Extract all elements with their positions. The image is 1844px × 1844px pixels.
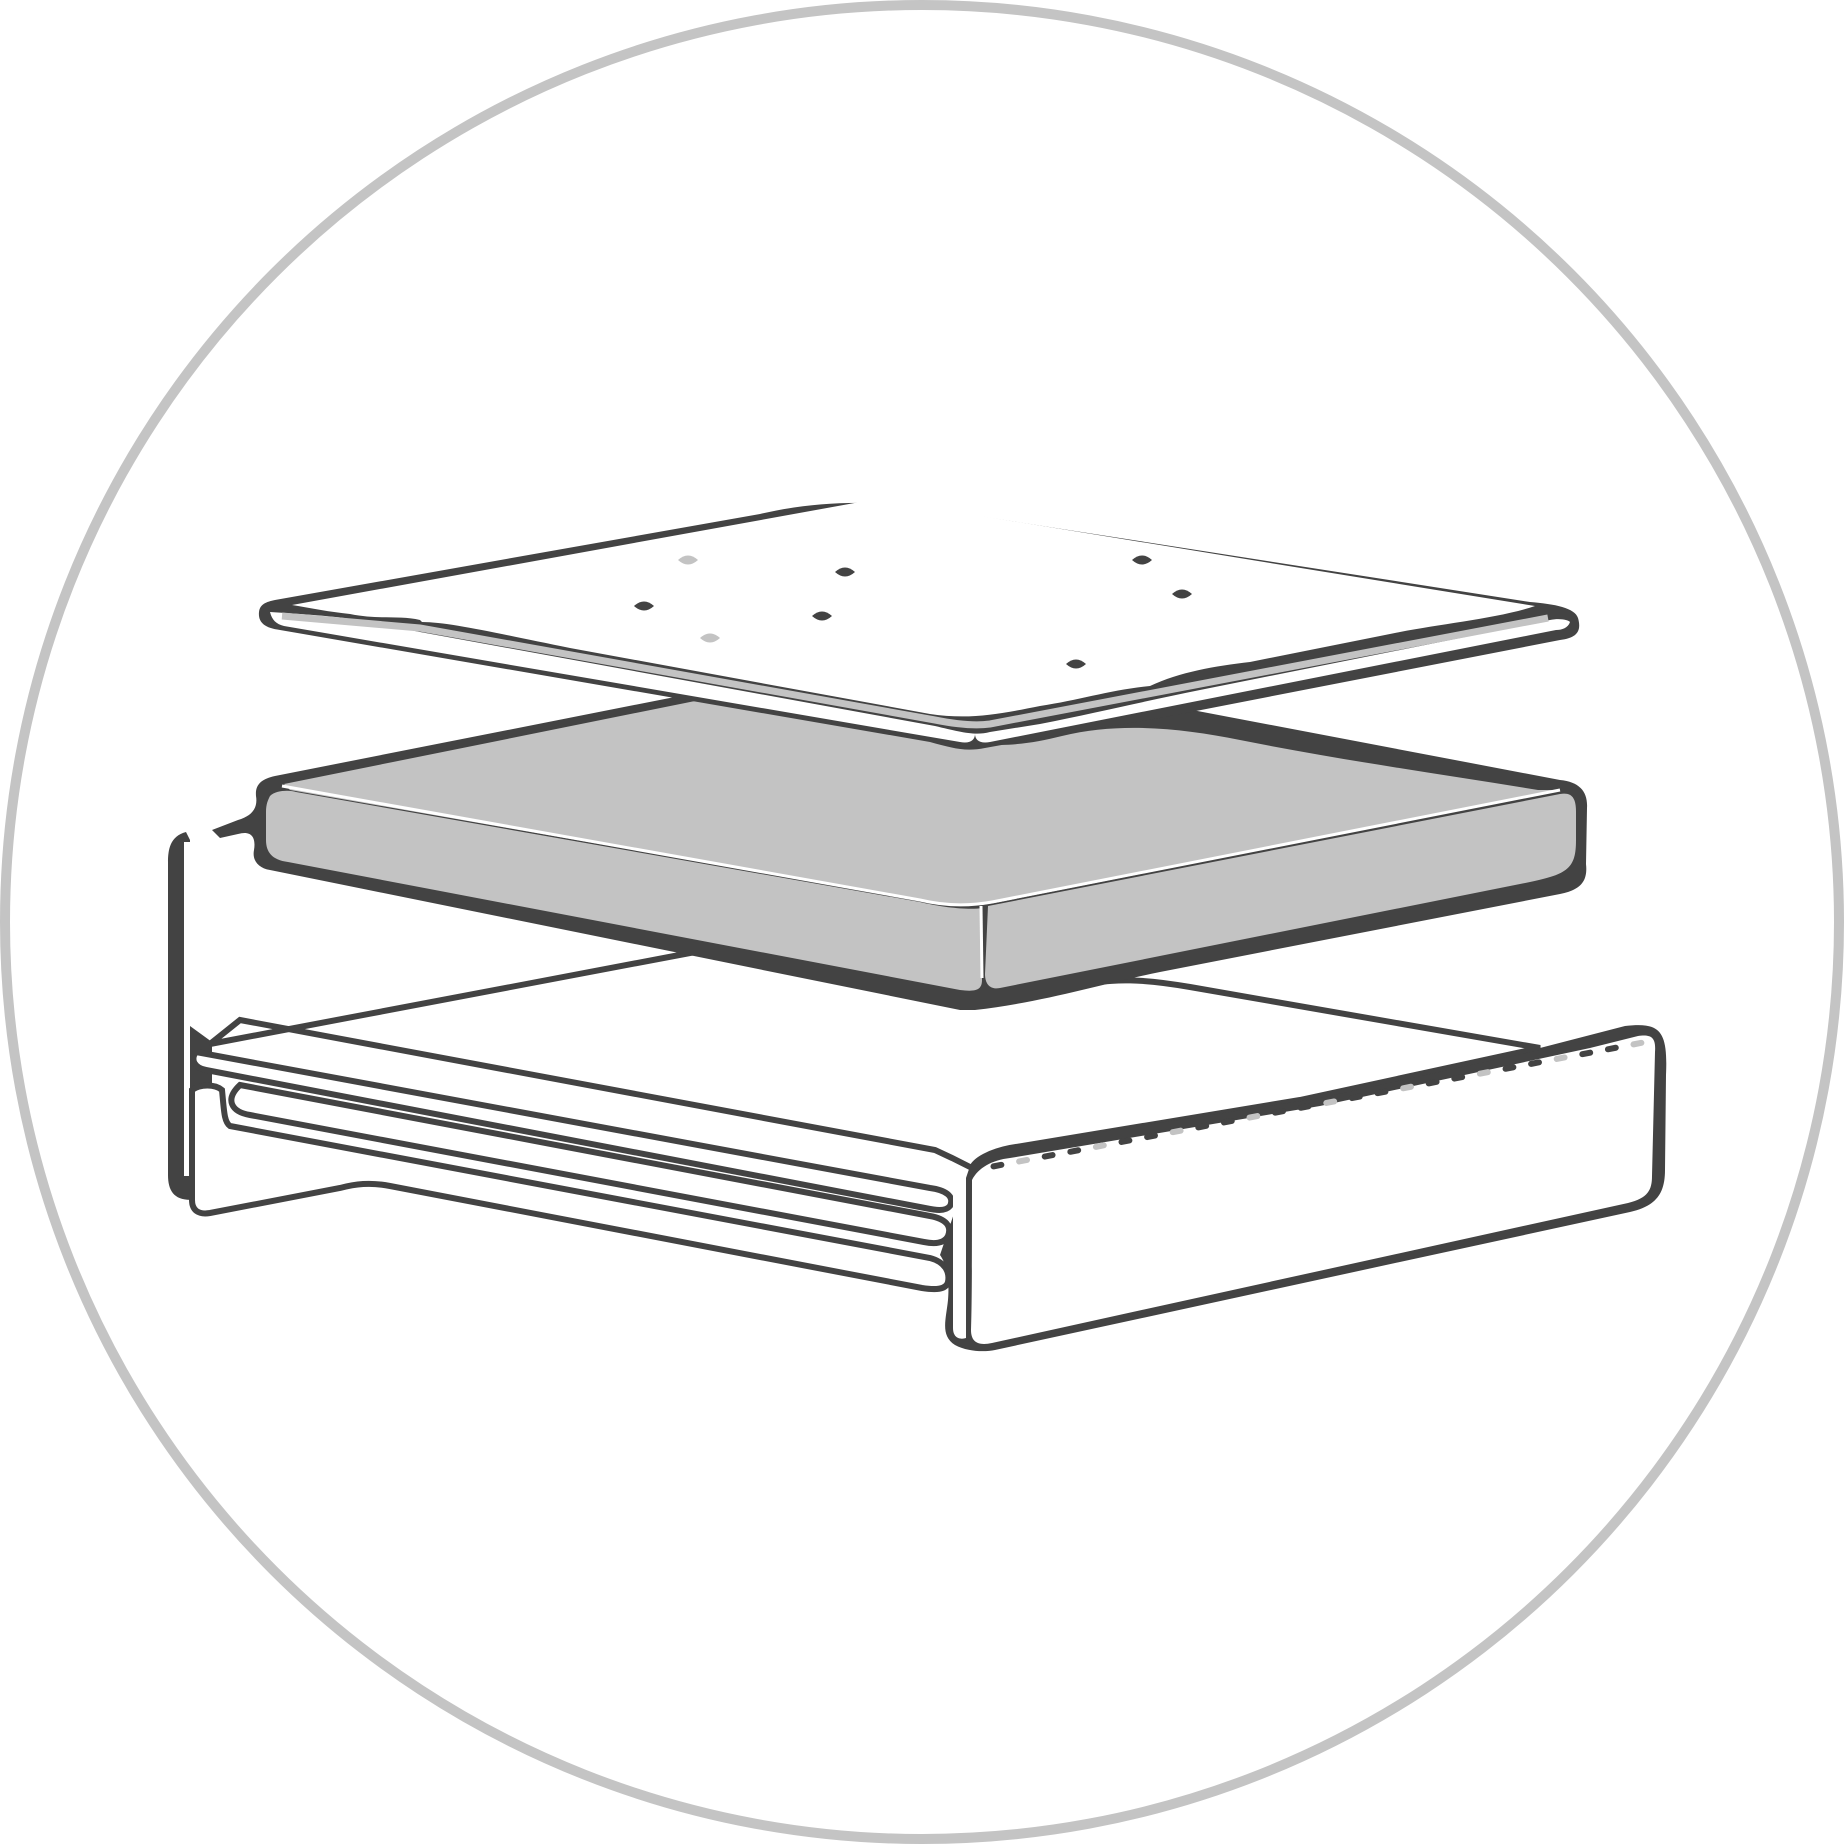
mattress-topper (259, 500, 1579, 749)
bed-base-front-post-inner (953, 1165, 966, 1339)
mattress-front-corner-highlight (981, 906, 982, 978)
topper-top-face (292, 500, 1535, 716)
